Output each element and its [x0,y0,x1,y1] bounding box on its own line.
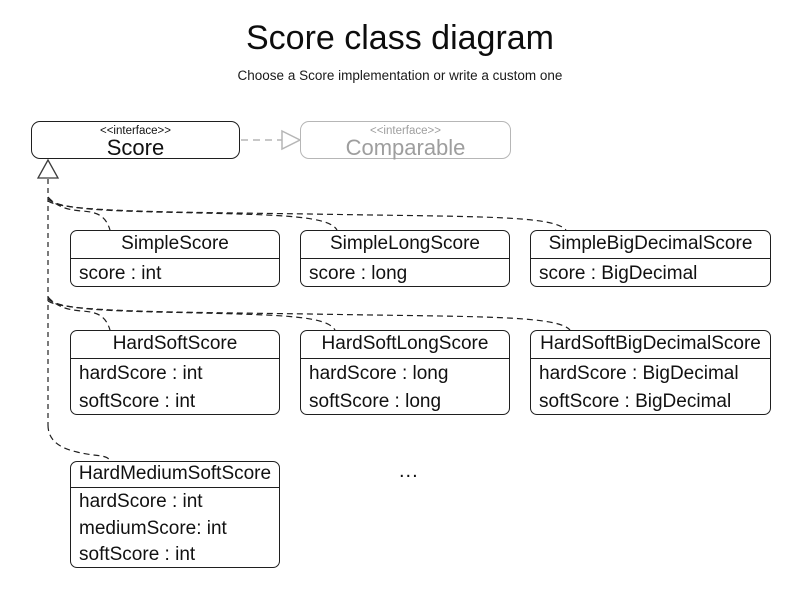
class-box-hardsoftscore: HardSoftScore hardScore : int softScore … [70,330,280,415]
class-box-hardsoftlongscore: HardSoftLongScore hardScore : long softS… [300,330,510,415]
connector-hardsoftbigdecimalscore [47,300,571,331]
class-name: HardSoftScore [71,331,279,359]
interface-score-stereotype: <<interface>> [100,125,171,137]
interface-score-name: Score [106,135,165,160]
class-name: SimpleLongScore [301,231,509,259]
class-attribute: score : long [309,263,408,284]
class-attribute: hardScore : int [79,363,203,384]
realization-arrowhead-score [36,158,60,179]
diagram-subtitle: Choose a Score implementation or write a… [237,68,563,83]
class-box-hardsoftbigdecimalscore: HardSoftBigDecimalScore hardScore : BigD… [530,330,771,415]
class-attribute: mediumScore: int [79,517,227,539]
class-attribute: softScore : long [309,391,442,412]
connector-hardsoftscore [47,296,111,331]
class-attribute: softScore : BigDecimal [539,391,732,412]
class-box-simplelongscore: SimpleLongScore score : long [300,230,510,287]
class-name: SimpleBigDecimalScore [531,231,770,259]
class-attribute: softScore : int [79,391,196,412]
class-name: HardMediumSoftScore [71,462,279,488]
class-attribute: hardScore : int [79,491,203,512]
interface-box-score: <<interface>> Score [31,121,240,159]
interface-box-comparable: <<interface>> Comparable [300,121,511,159]
class-attribute: score : int [79,263,162,284]
class-name: HardSoftLongScore [301,331,509,359]
interface-comparable-name: Comparable [345,135,466,160]
connector-simplelongscore [47,198,338,231]
class-attribute: softScore : int [79,544,196,565]
connector-hardsoftlongscore [47,298,336,331]
connector-hardmediumsoftscore [47,424,111,462]
class-name: SimpleScore [71,231,279,259]
realization-arrow-score-comparable [241,129,302,151]
diagram-title: Score class diagram [245,19,554,57]
connector-simplescore [47,196,111,231]
more-implementations-ellipsis: ... [399,460,419,482]
class-box-simplebigdecimalscore: SimpleBigDecimalScore score : BigDecimal [530,230,771,287]
class-attribute: hardScore : long [309,363,449,384]
class-name: HardSoftBigDecimalScore [531,331,770,359]
class-attribute: score : BigDecimal [539,263,698,284]
interface-comparable-stereotype: <<interface>> [370,125,441,137]
class-attribute: hardScore : BigDecimal [539,363,739,384]
class-box-simplescore: SimpleScore score : int [70,230,280,287]
class-box-hardmediumsoftscore: HardMediumSoftScore hardScore : int medi… [70,461,280,568]
connector-simplebigdecimalscore [47,200,567,231]
